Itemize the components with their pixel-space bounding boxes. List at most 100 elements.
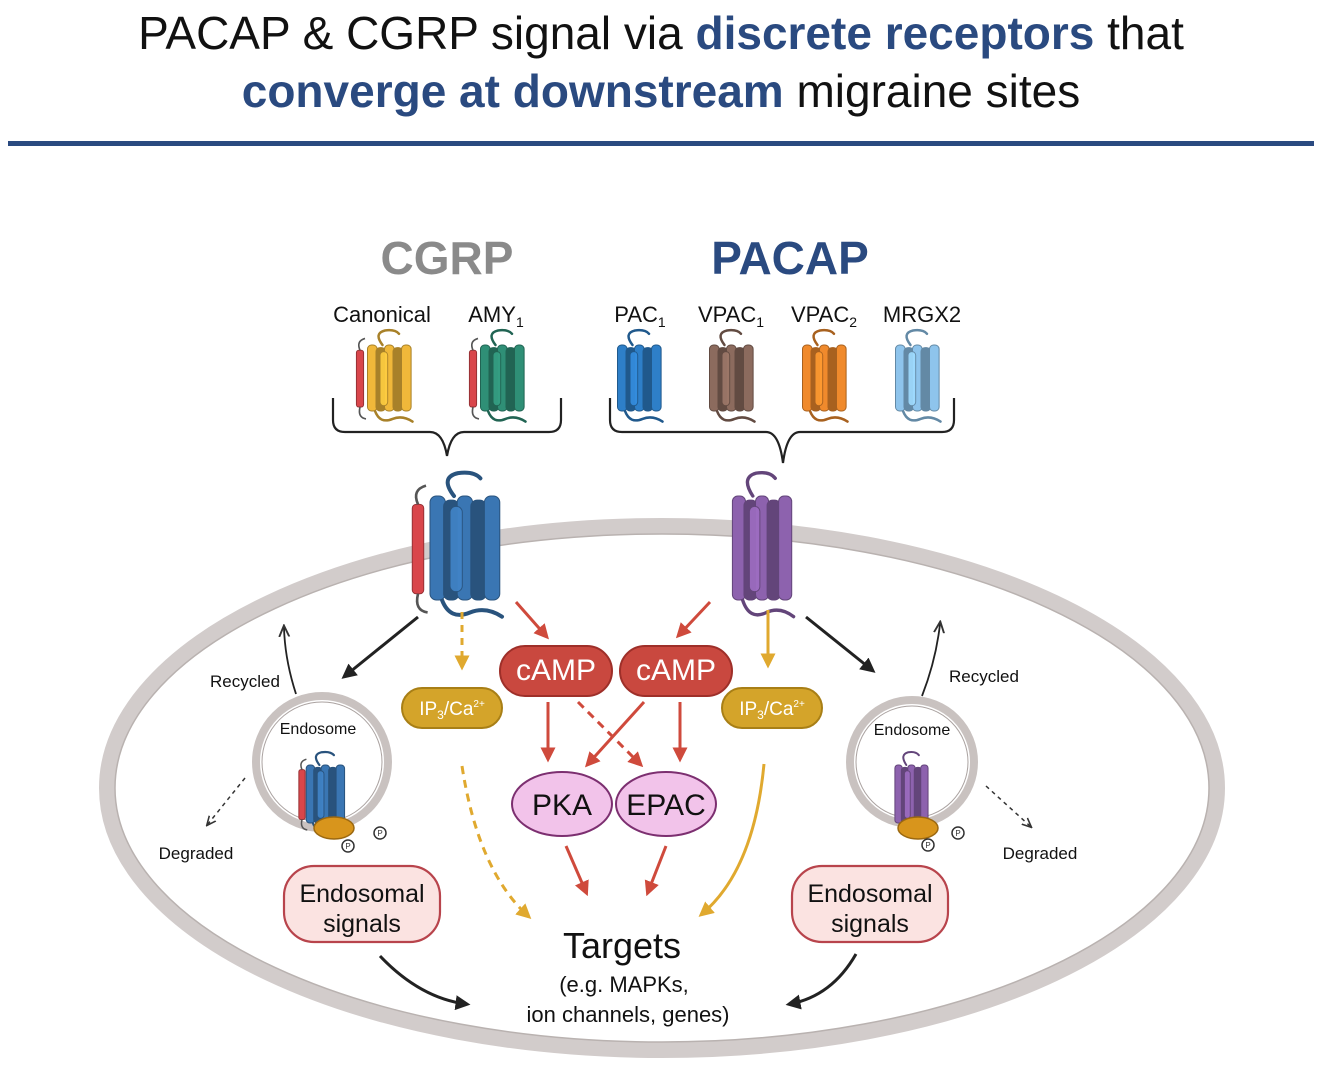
- receptor-loop: [490, 328, 514, 347]
- degraded-left-arrow: [208, 777, 246, 824]
- targets-label: Targets: [563, 925, 681, 966]
- recycled-left-arrow: [284, 628, 297, 695]
- phospho-left-1: [341, 839, 355, 853]
- receptor-helix: [903, 770, 911, 819]
- receptor-label-vpac2: VPAC2: [791, 302, 857, 330]
- receptor-helix: [429, 495, 446, 601]
- epac-label: EPAC: [626, 789, 705, 822]
- arrow-pka-to-targets: [564, 845, 589, 897]
- receptor-loop: [719, 328, 743, 347]
- receptor-helix: [836, 344, 847, 412]
- ramp-tail: [358, 406, 367, 420]
- receptor-helix: [907, 351, 917, 407]
- receptor-helix: [814, 351, 824, 407]
- receptor-helix: [929, 344, 940, 412]
- receptor-helix: [401, 344, 412, 412]
- ramp-helix: [411, 503, 425, 595]
- phospho-left-1-label: P: [345, 842, 350, 851]
- receptor-helix: [514, 344, 525, 412]
- ip3-left-label: IP3/Ca2+: [419, 699, 485, 722]
- receptor-label-pac1: PAC1: [614, 302, 666, 330]
- receptor-loop: [745, 470, 777, 498]
- receptor-label-amy1: AMY1: [468, 302, 524, 330]
- receptor-helix: [920, 764, 929, 824]
- receptor-tail: [715, 409, 756, 423]
- arrow-pacap-to-endosome: [805, 615, 876, 673]
- targets-detail-line2: ion channels, genes): [526, 1002, 729, 1027]
- ramp-loop: [414, 484, 427, 505]
- camp-left-label: cAMP: [516, 654, 596, 687]
- receptor-tail: [901, 409, 942, 423]
- receptor-loop: [902, 750, 920, 766]
- arrow-camp-left-to-epac: [576, 700, 644, 768]
- receptor-tail: [440, 598, 504, 619]
- recycled-right-label: Recycled: [949, 667, 1019, 686]
- receptor-helix: [778, 495, 793, 601]
- ramp-loop: [470, 337, 479, 351]
- receptor-icon-amy1: [468, 328, 527, 423]
- receptor-label-vpac1: VPAC1: [698, 302, 764, 330]
- receptor-helix: [651, 344, 662, 412]
- endosomal-signals-right: [790, 864, 950, 944]
- pacap-brace: [608, 398, 956, 464]
- phospho-right-1: [921, 838, 935, 852]
- recycled-left-label: Recycled: [210, 672, 280, 691]
- ramp-helix: [468, 349, 478, 408]
- endosomal-signals-right-line1: Endosomal: [807, 880, 932, 908]
- epac-node: [615, 771, 717, 837]
- ramp-helix: [298, 769, 306, 821]
- receptor-icon-canonical: [355, 328, 414, 423]
- receptor-loop: [445, 470, 483, 498]
- title-rule: [8, 141, 1314, 146]
- camp-right-node: [619, 645, 733, 697]
- ramp-tail: [415, 593, 428, 614]
- title-text: PACAP & CGRP signal via: [138, 7, 696, 59]
- ip3-right-node: [721, 687, 823, 729]
- phospho-right-1-label: P: [925, 841, 930, 850]
- ramp-loop: [357, 337, 366, 351]
- title-highlight: converge at downstream: [241, 65, 784, 117]
- ramp-loop: [300, 758, 307, 770]
- camp-left-node: [499, 645, 613, 697]
- camp-right-label: cAMP: [636, 654, 716, 687]
- receptor-tail: [808, 409, 849, 423]
- ip3-left-node: [401, 687, 503, 729]
- receptor-icon-mrgx2: [895, 328, 942, 423]
- endosomal-signals-left-line1: Endosomal: [299, 880, 424, 908]
- degraded-right-arrow: [985, 785, 1030, 826]
- pacap-heading: PACAP: [711, 232, 869, 284]
- receptor-helix: [492, 351, 502, 407]
- receptor-helix: [483, 495, 501, 601]
- receptor-helix: [449, 505, 463, 593]
- receptor-tail: [373, 409, 414, 423]
- phospho-left-2-label: P: [377, 829, 382, 838]
- receptor-loop: [905, 328, 929, 347]
- title-text: that: [1094, 7, 1184, 59]
- ramp-helix: [355, 349, 365, 408]
- arrestin-left: [313, 816, 355, 840]
- arrow-endosomal-left-to-targets: [378, 954, 471, 1011]
- receptor-helix: [470, 499, 487, 601]
- title-highlight: discrete receptors: [695, 7, 1095, 59]
- receptor-helix: [748, 505, 761, 593]
- receptor-helix: [721, 351, 731, 407]
- pka-node: [511, 771, 613, 837]
- endosomal-signals-left-line2: signals: [323, 910, 401, 938]
- phospho-right-2-label: P: [955, 829, 960, 838]
- cgrp-brace: [331, 398, 563, 457]
- receptor-loop: [377, 328, 401, 347]
- receptor-helix: [379, 351, 389, 407]
- phospho-left-2: [373, 826, 387, 840]
- pka-label: PKA: [532, 789, 592, 822]
- endosomal-signals-right-line2: signals: [831, 910, 909, 938]
- receptor-label-canonical: Canonical: [333, 302, 431, 327]
- receptor-loop: [627, 328, 651, 347]
- recycled-right-arrow: [921, 624, 940, 697]
- ramp-tail: [300, 819, 308, 831]
- receptor-helix: [316, 770, 325, 819]
- pacap-membrane-receptor: [731, 470, 796, 619]
- ramp-tail: [471, 406, 480, 420]
- receptor-label-mrgx2: MRGX2: [883, 302, 961, 327]
- arrow-camp-right-to-pka: [584, 700, 646, 768]
